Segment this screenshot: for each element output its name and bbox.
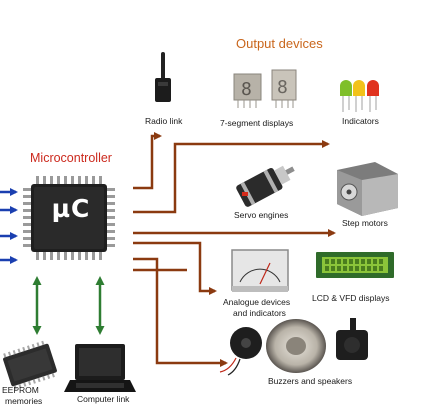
eeprom-label-line2: memories bbox=[5, 396, 43, 406]
eeprom-chip-icon bbox=[3, 340, 57, 390]
svg-text:8: 8 bbox=[277, 77, 288, 98]
computer-link-label: Computer link bbox=[77, 394, 130, 404]
indicators-label: Indicators bbox=[342, 116, 379, 126]
microcontroller-title: Microcontroller bbox=[30, 151, 112, 165]
buzzers-speakers-label: Buzzers and speakers bbox=[268, 376, 353, 386]
led-indicators-icon bbox=[340, 80, 379, 112]
laptop-icon bbox=[64, 344, 136, 392]
buzzers-speakers-icon bbox=[219, 318, 368, 376]
output-devices-title: Output devices bbox=[236, 36, 323, 51]
microcontroller-chip bbox=[23, 176, 115, 260]
lcd-vfd-label: LCD & VFD displays bbox=[312, 293, 390, 303]
servo-engines-label: Servo engines bbox=[234, 210, 289, 220]
seven-segment-label: 7-segment displays bbox=[220, 118, 294, 128]
servo-engine-icon bbox=[236, 165, 295, 207]
radio-link-label: Radio link bbox=[145, 116, 183, 126]
svg-text:8: 8 bbox=[241, 79, 252, 100]
chip-label: µC bbox=[51, 194, 91, 223]
bidirectional-arrows bbox=[32, 276, 105, 335]
step-motor-icon bbox=[337, 162, 398, 216]
eeprom-label-line1: EEPROM bbox=[2, 385, 39, 395]
step-motors-label: Step motors bbox=[342, 218, 388, 228]
output-arrows bbox=[133, 132, 336, 367]
lcd-display-icon bbox=[316, 252, 394, 278]
seven-segment-icon: 8 8 bbox=[233, 69, 297, 108]
radio-link-icon bbox=[155, 52, 171, 102]
input-arrows bbox=[0, 188, 18, 264]
analogue-devices-label-line1: Analogue devices bbox=[223, 297, 291, 307]
analogue-devices-label-line2: and indicators bbox=[233, 308, 286, 318]
analogue-meter-icon bbox=[231, 249, 289, 292]
